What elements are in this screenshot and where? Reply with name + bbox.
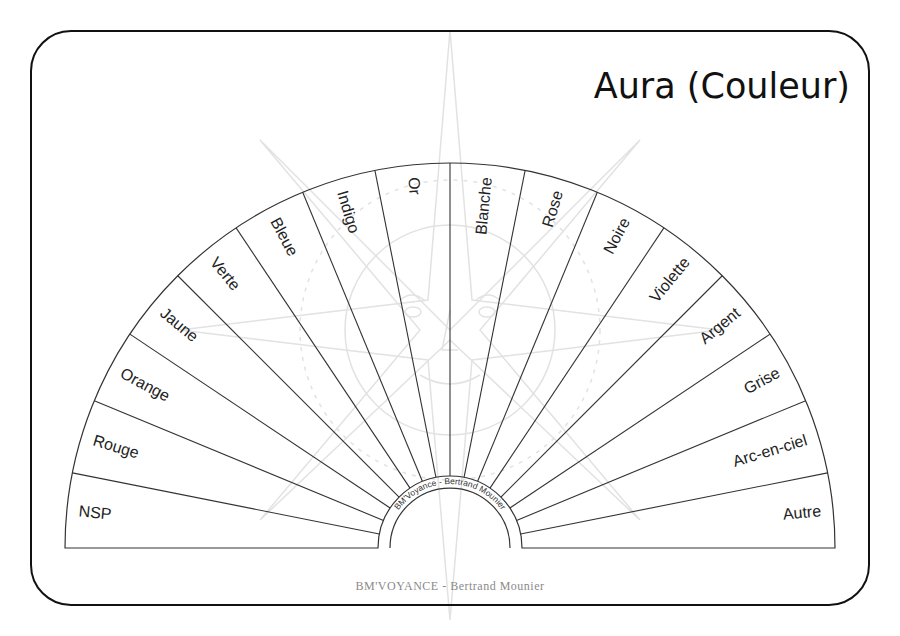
sector: Orange [117,365,172,404]
sector: Rouge [91,432,141,461]
sector-label: Or [405,176,424,195]
frame [31,31,869,605]
sector-line [521,473,828,534]
sector: Arc-en-ciel [731,432,809,470]
sector-line [449,163,450,476]
sector-label: Blanche [472,176,495,235]
sector-label: Verte [207,254,244,294]
sector-line [478,192,598,481]
sector: Autre [782,503,822,523]
sector: Bleue [267,215,300,259]
sector-label: Grise [741,364,783,397]
sector-label: NSP [78,502,112,522]
sector-label: Rose [539,188,566,229]
sector-label: Jaune [157,304,201,345]
sector-line [510,334,770,508]
sector-line [464,170,525,477]
sector-label: Autre [782,502,822,523]
sector: Violette [647,255,693,306]
sector: Jaune [157,305,201,345]
sector-line [303,192,423,481]
sector: Verte [207,255,243,294]
sector-line [501,276,722,497]
sector: Blanche [473,176,495,235]
sector: Grise [741,365,782,397]
chart-title: Aura (Couleur) [594,66,850,106]
sector: Noire [601,215,633,256]
sector: Argent [697,305,744,347]
footer-credit: BM'VOYANCE - Bertrand Mounier [0,579,900,594]
sector-label: Arc-en-ciel [731,431,809,469]
sector: NSP [78,503,112,522]
sector-label: Indigo [334,188,363,235]
sun-watermark [180,30,720,620]
sector-lines [72,163,827,534]
sector-line [178,276,399,497]
sector-label: Violette [646,254,693,306]
sector-line [236,228,410,488]
sector: Rose [540,189,566,229]
ring-label: BM'Voyance - Bertrand Mounier [392,476,508,512]
sector-line [490,228,664,488]
sector-label: Orange [117,364,172,404]
sector-line [94,401,383,521]
sector: Indigo [334,189,362,235]
sector-line [72,473,379,534]
sector-label: Argent [696,304,743,347]
sector-line [375,170,436,477]
sector-label: Noire [600,215,633,257]
sector: Or [405,176,423,195]
fan-outline [65,163,835,548]
center-ring: BM'Voyance - Bertrand Mounier [378,476,522,548]
sector-label: Rouge [91,431,141,461]
ring-text-holder: BM'Voyance - Bertrand Mounier [378,476,522,548]
sector-label: Bleue [267,215,301,259]
sector-line [130,334,390,508]
